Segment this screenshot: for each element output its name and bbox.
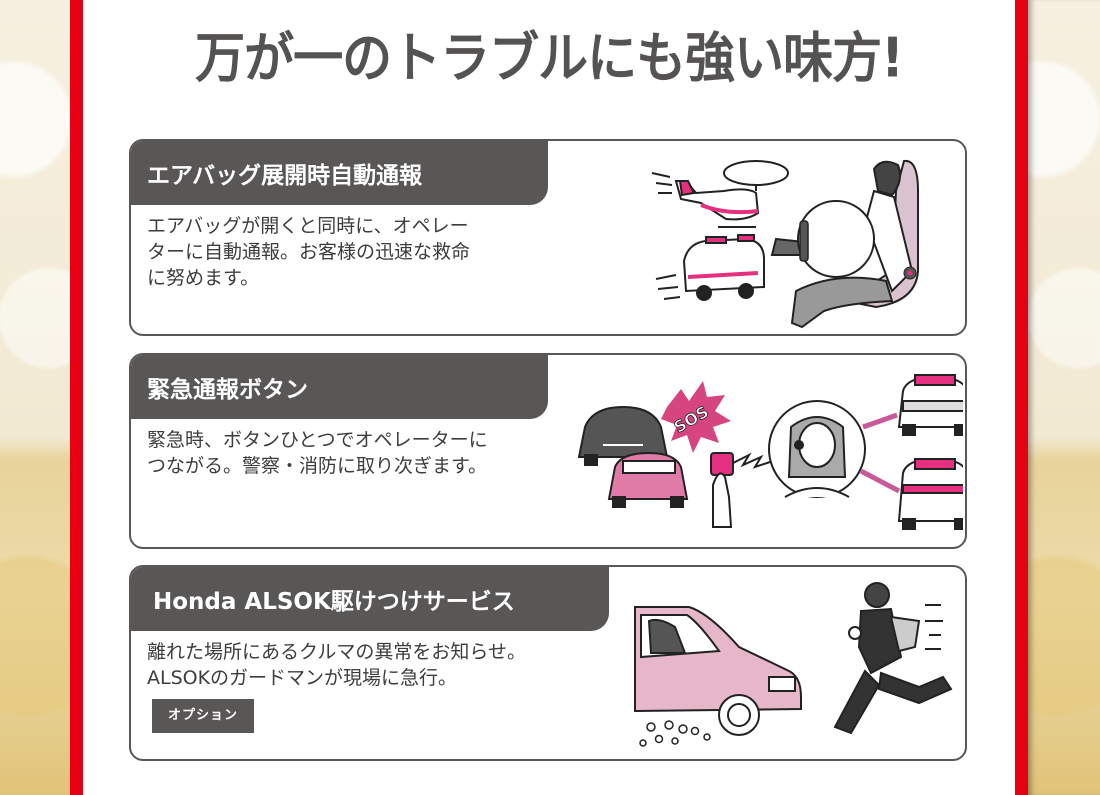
background-texture-right bbox=[1028, 0, 1100, 795]
airbag-icon bbox=[797, 200, 875, 278]
user-car-icon bbox=[607, 451, 689, 508]
card-description: 緊急時、ボタンひとつでオペレーターに つながる。警察・消防に取り次ぎます。 bbox=[147, 429, 488, 477]
airbag-illustration bbox=[651, 159, 919, 329]
card-title: エアバッグ展開時自動通報 bbox=[147, 163, 423, 189]
sos-illustration: SOS bbox=[577, 374, 963, 530]
card-title-tab: 緊急通報ボタン bbox=[131, 355, 548, 419]
feature-card-airbag-auto-report: エアバッグ展開時自動通報 エアバッグが開くと同時に、オペレー ターに自動通報。お… bbox=[129, 139, 967, 336]
hand-pressing-button-icon bbox=[710, 452, 774, 528]
page-headline: 万が一のトラブルにも強い味方! bbox=[195, 27, 904, 90]
ambulance-icon bbox=[655, 234, 765, 301]
red-border-right bbox=[1015, 0, 1028, 795]
broken-glass-icon bbox=[639, 720, 711, 747]
feature-card-emergency-button: 緊急通報ボタン 緊急時、ボタンひとつでオペレーターに つながる。警察・消防に取り… bbox=[129, 353, 967, 549]
connector-line bbox=[859, 468, 901, 494]
card-title: 緊急通報ボタン bbox=[147, 377, 308, 403]
police-car-icon bbox=[897, 374, 963, 436]
card-title-tab: Honda ALSOK駆けつけサービス bbox=[131, 567, 609, 631]
content-panel: 万が一のトラブルにも強い味方! エアバッグ展開時自動通報 エアバッグが開くと同時… bbox=[83, 0, 1015, 795]
card-title: Honda ALSOK駆けつけサービス bbox=[153, 589, 515, 615]
steering-wheel-icon bbox=[799, 220, 809, 262]
card-description: エアバッグが開くと同時に、オペレー ターに自動通報。お客様の迅速な救命 に努めま… bbox=[147, 215, 471, 289]
ambulance-front-icon bbox=[897, 457, 963, 530]
card-description: 離れた場所にあるクルマの異常をお知らせ。 ALSOKのガードマンが現場に急行。 … bbox=[147, 639, 526, 733]
security-guard-running-icon bbox=[833, 582, 953, 735]
background-texture-left bbox=[0, 0, 70, 795]
pink-car-icon bbox=[634, 606, 802, 736]
card-title-tab: エアバッグ展開時自動通報 bbox=[131, 141, 548, 205]
option-badge: オプション bbox=[152, 699, 255, 733]
feature-card-alsok-dispatch: Honda ALSOK駆けつけサービス 離れた場所にあるクルマの異常をお知らせ。… bbox=[129, 565, 967, 761]
connector-line bbox=[862, 412, 898, 430]
red-border-left bbox=[70, 0, 83, 795]
sos-burst-icon: SOS bbox=[661, 381, 731, 453]
helicopter-icon bbox=[651, 160, 789, 228]
alsok-illustration bbox=[634, 582, 953, 747]
operator-icon bbox=[768, 400, 866, 498]
